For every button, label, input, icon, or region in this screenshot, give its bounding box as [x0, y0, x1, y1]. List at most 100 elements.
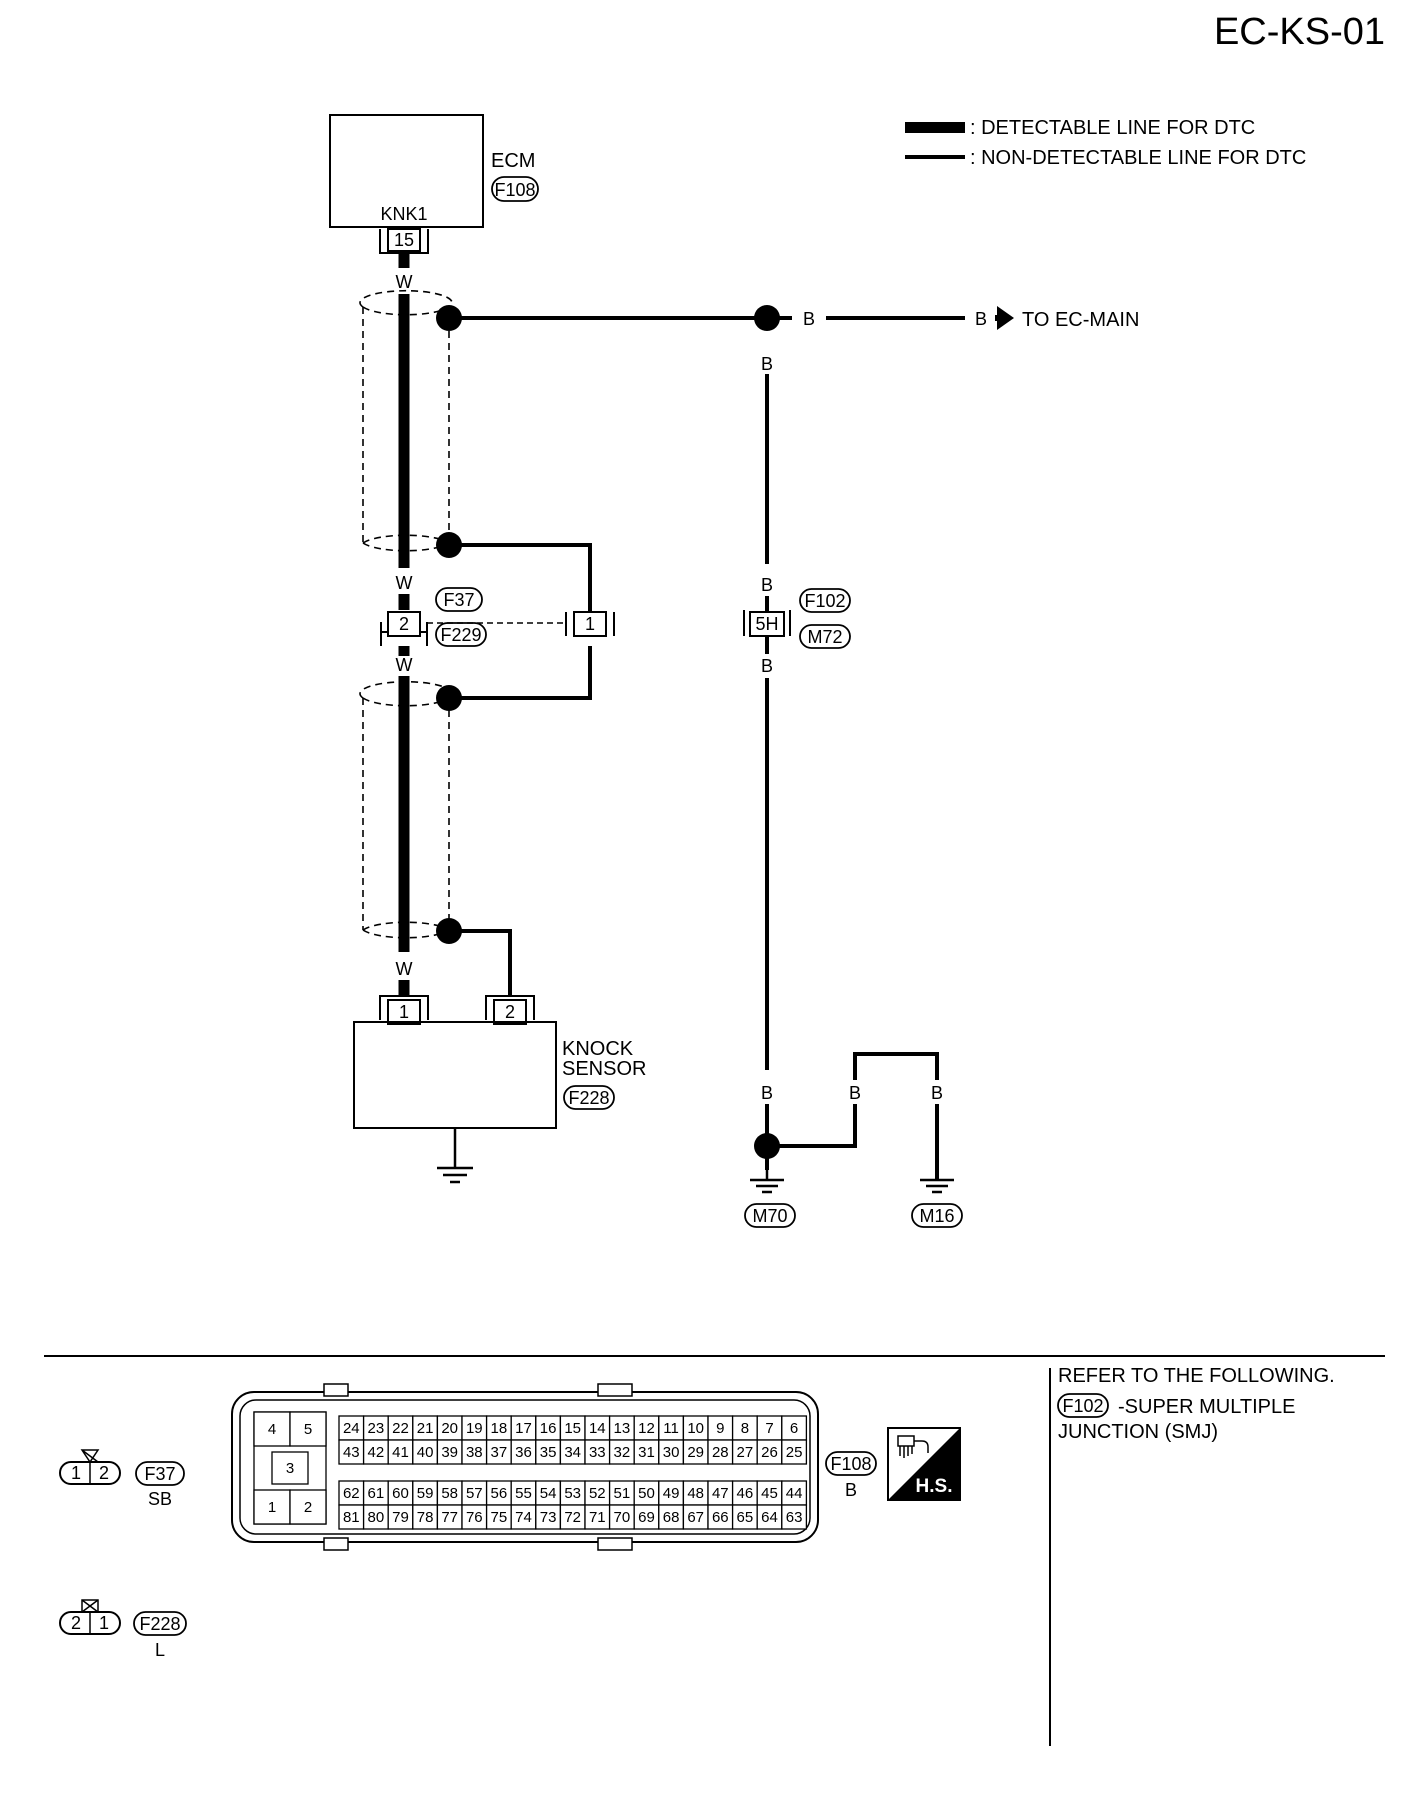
wire-color-b-7: B [849, 1083, 861, 1103]
connector-view-f37: 1 2 F37 SB [59, 1449, 185, 1509]
ground-wire: B B TO EC-MAIN B B B B [761, 306, 1139, 1170]
f108-pin-33: 33 [589, 1444, 606, 1461]
f108-pin-64: 64 [761, 1509, 778, 1526]
f108-pin-62: 62 [343, 1485, 360, 1502]
f108-pin-63: 63 [786, 1509, 803, 1526]
wire-color-b-3: B [761, 354, 773, 374]
f108-pin-4-cell [253, 1411, 291, 1447]
f108-pin-29-cell [682, 1439, 709, 1465]
f108-pin-75: 75 [491, 1509, 508, 1526]
f108-pin-19: 19 [466, 1420, 483, 1437]
m72-id: M72 [807, 627, 842, 647]
ground-m70 [750, 1170, 784, 1194]
wire-color-b-1: B [803, 309, 815, 329]
f108-pin-43-cell [338, 1439, 365, 1465]
wire-color-w-3: W [396, 655, 413, 675]
f108-pin-32: 32 [614, 1444, 631, 1461]
f108-pin-20: 20 [441, 1420, 458, 1437]
f108-pin-48-cell [682, 1480, 709, 1506]
ks-pin-1: 1 [399, 1002, 409, 1022]
joint-pin-2-box [387, 611, 421, 637]
f108-pin-26-cell [756, 1439, 783, 1465]
f108-pin-71-cell [584, 1504, 611, 1530]
m70-id: M70 [752, 1206, 787, 1226]
m16-id: M16 [919, 1206, 954, 1226]
joint-5h-box [749, 611, 785, 637]
f108-pin-49: 49 [663, 1485, 680, 1502]
f108-pin-31: 31 [638, 1444, 655, 1461]
ecm-connector-id: F108 [494, 180, 535, 200]
f108-pin-3-cell [271, 1451, 309, 1485]
arrow-to-ec-main [997, 306, 1014, 330]
f228-view-color: L [155, 1640, 165, 1660]
f228-id: F228 [568, 1088, 609, 1108]
f108-pin-22: 22 [392, 1420, 409, 1437]
ks-pin-2-box [493, 999, 527, 1025]
detectable-line-swatch [905, 122, 965, 133]
ground-m16 [920, 1178, 954, 1194]
f108-pin-44: 44 [786, 1485, 803, 1502]
shield-upper [359, 289, 453, 552]
f108-pin-60-cell [387, 1480, 414, 1506]
f108-pin-40-cell [412, 1439, 439, 1465]
f108-pin-55: 55 [515, 1485, 532, 1502]
f108-pin-70: 70 [614, 1509, 631, 1526]
f108-pin-7-cell [756, 1415, 783, 1441]
f108-pin-78: 78 [417, 1509, 434, 1526]
f228-view-id: F228 [139, 1614, 180, 1634]
f108-pin-52: 52 [589, 1485, 606, 1502]
f108-pin-7: 7 [765, 1420, 773, 1437]
f108-pin-11: 11 [663, 1420, 679, 1437]
f108-pin-38-cell [461, 1439, 488, 1465]
f108-pin-25: 25 [786, 1444, 803, 1461]
f108-pin-77: 77 [441, 1509, 458, 1526]
f108-pin-65: 65 [737, 1509, 754, 1526]
f108-pin-71: 71 [589, 1509, 606, 1526]
f108-pin-54: 54 [540, 1485, 557, 1502]
ecm-terminal-name: KNK1 [380, 204, 427, 224]
f228-view-pin-2: 2 [71, 1613, 81, 1633]
wire-color-b-5: B [761, 656, 773, 676]
f108-pin-25-cell [781, 1439, 808, 1465]
wire-color-b-4: B [761, 575, 773, 595]
f108-pin-33-cell [584, 1439, 611, 1465]
ecm-label: ECM [491, 150, 535, 172]
f108-pin-36-cell [510, 1439, 537, 1465]
f228-view-pin-1: 1 [99, 1613, 109, 1633]
f108-pin-8-cell [731, 1415, 758, 1441]
f108-pin-22-cell [387, 1415, 414, 1441]
f108-pin-43: 43 [343, 1444, 360, 1461]
ecm-connector-badge [491, 176, 539, 202]
f108-pin-30: 30 [663, 1444, 680, 1461]
to-ec-main-label: TO EC-MAIN [1022, 309, 1139, 331]
f108-pin-2: 2 [304, 1499, 312, 1516]
f108-pin-40: 40 [417, 1444, 434, 1461]
ks-pin-2: 2 [505, 1002, 515, 1022]
ks-label-1: KNOCK [562, 1038, 634, 1060]
f108-pin-79-cell [387, 1504, 414, 1530]
f108-pin-47: 47 [712, 1485, 729, 1502]
m70-badge [744, 1203, 796, 1228]
f108-pin-34-cell [559, 1439, 586, 1465]
m72-badge [799, 624, 851, 649]
f108-pin-37-cell [485, 1439, 512, 1465]
f37-view-pin-2: 2 [99, 1463, 109, 1483]
wire-color-b-8: B [931, 1083, 943, 1103]
f108-pin-68: 68 [663, 1509, 680, 1526]
joint-connector-f37: 2 1 F37 F229 [380, 587, 615, 647]
f108-pin-58: 58 [441, 1485, 458, 1502]
knock-sensor-block: 1 2 KNOCK SENSOR F228 [353, 995, 646, 1184]
f108-pin-57: 57 [466, 1485, 483, 1502]
f108-pin-46: 46 [737, 1485, 754, 1502]
hs-badge: H.S. [887, 1427, 961, 1501]
f37-id: F37 [443, 590, 474, 610]
f108-pin-38: 38 [466, 1444, 483, 1461]
f108-pin-66: 66 [712, 1509, 729, 1526]
refer-line-1: REFER TO THE FOLLOWING. [1058, 1365, 1335, 1387]
f37-view-id: F37 [144, 1464, 175, 1484]
f108-pin-23: 23 [368, 1420, 385, 1437]
f108-pin-34: 34 [564, 1444, 581, 1461]
f108-pin-47-cell [707, 1480, 734, 1506]
f108-pin-59: 59 [417, 1485, 434, 1502]
